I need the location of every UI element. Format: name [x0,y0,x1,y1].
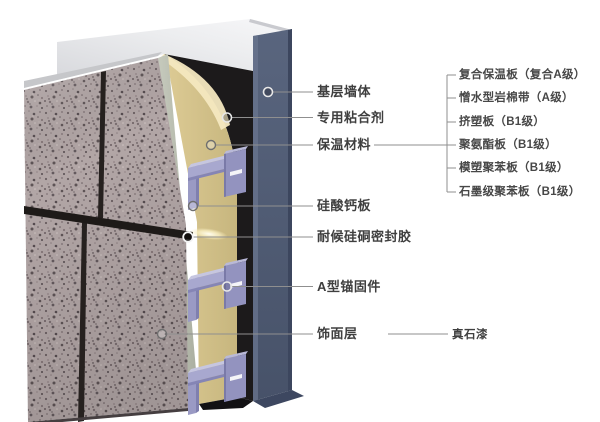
callout-marker-board [187,200,199,212]
label-calcium-silicate-board: 硅酸钙板 [317,198,372,213]
callout-marker-adhesive [221,112,233,123]
insulation-top-highlight [160,54,230,130]
horizontal-joint-sealant [24,206,193,240]
top-slab-ridge [249,19,292,33]
callout-marker-finish [156,328,168,340]
callout-marker-insulation [205,139,217,151]
bottom-bevel-wall [253,390,304,408]
insulation-option-4: 聚氨酯板（B1级） [459,139,557,151]
callout-marker-anchor [221,281,233,292]
bottom-bevel-black [199,397,253,410]
finish-panel-bevel [24,52,162,88]
insulation-option-2: 憎水型岩棉带（A级） [459,92,574,104]
label-finish-layer: 饰面层 [317,326,358,341]
adhesive-layer [164,54,253,401]
vertical-joint-bottom [78,223,87,422]
base-wall-layer [253,29,292,401]
label-weatherproof-silicone-sealant: 耐候硅硐密封胶 [317,229,412,244]
insulation-options-bracket [446,74,456,193]
base-wall-edge-shadow [288,29,292,391]
insulation-option-6: 石墨级聚苯板（B1级） [459,186,581,198]
insulation-option-5: 模塑聚苯板（B1级） [459,162,569,174]
vertical-joint-top [98,71,106,218]
label-type-a-anchor: A型锚固件 [317,279,381,294]
label-real-stone-paint: 真石漆 [452,329,488,341]
panel-bottom-edge [28,408,188,422]
base-wall-edge-highlight [253,35,258,401]
finish-panel-shading [24,58,188,422]
label-adhesive: 专用粘合剂 [317,110,385,125]
label-insulation: 保温材料 [317,137,372,152]
callout-marker-base-wall [262,86,274,98]
callout-markers [156,86,274,340]
leader-lines [166,91,456,335]
callout-marker-sealant [182,231,194,243]
insulation-option-1: 复合保温板（复合A级） [459,69,586,81]
insulation-option-3: 挤塑板（B1级） [459,116,546,128]
label-base-wall: 基层墙体 [317,84,372,99]
